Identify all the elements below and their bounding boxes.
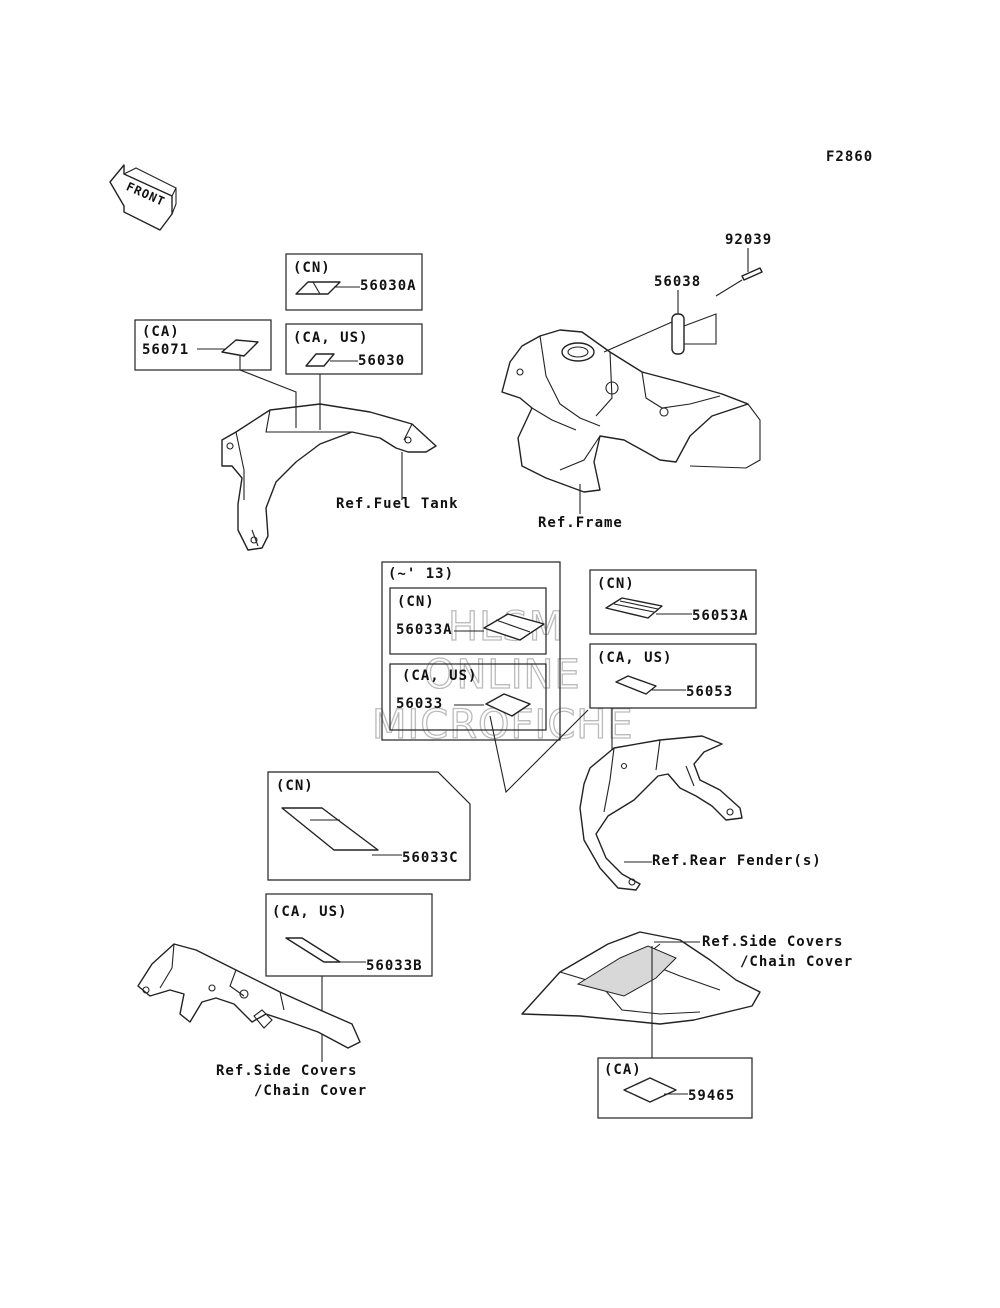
chain-cover-left — [137, 943, 361, 1049]
svg-text:(CN): (CN) — [293, 260, 331, 276]
svg-text:56038: 56038 — [654, 274, 701, 290]
decal-56030 — [305, 353, 335, 367]
ref-side-covers-left-1: Ref.Side Covers — [216, 1063, 357, 1079]
box-56071: (CA) 56071 — [134, 319, 297, 428]
svg-text:(CA, US): (CA, US) — [293, 330, 368, 346]
svg-text:(CN): (CN) — [276, 778, 314, 794]
svg-text:(CA, US): (CA, US) — [402, 668, 477, 684]
decal-56033 — [485, 693, 531, 717]
svg-text:(CN): (CN) — [397, 594, 435, 610]
svg-text:56030: 56030 — [358, 353, 405, 369]
box-56030: (CA, US) 56030 — [285, 323, 423, 430]
box-13-group: (~' 13) (CN) 56033A (CA, US) 56033 — [381, 561, 589, 794]
front-arrow-icon: FRONT — [109, 164, 177, 231]
ref-frame: Ref.Frame — [538, 515, 623, 531]
box-56053a: (CN) 56053A — [589, 569, 757, 635]
diagram-code: F2860 — [826, 149, 873, 165]
part-56038: 56038 — [603, 274, 717, 355]
decal-56053 — [615, 675, 657, 695]
svg-text:56053: 56053 — [686, 684, 733, 700]
svg-text:56030A: 56030A — [360, 278, 417, 294]
decal-56071 — [221, 339, 259, 357]
ref-side-covers-left-2: /Chain Cover — [254, 1083, 367, 1099]
ref-fuel-tank: Ref.Fuel Tank — [336, 496, 459, 512]
svg-text:56033B: 56033B — [366, 958, 423, 974]
svg-text:56053A: 56053A — [692, 608, 749, 624]
decal-56033c — [281, 807, 379, 851]
ref-side-covers-right-1: Ref.Side Covers — [702, 934, 843, 950]
fuel-tank-cover — [221, 403, 437, 551]
box-56033b: (CA, US) 56033B — [265, 893, 433, 1028]
box-56053: (CA, US) 56053 — [589, 643, 757, 760]
svg-text:56033: 56033 — [396, 696, 443, 712]
grommet-56038 — [671, 313, 685, 355]
svg-text:(CA, US): (CA, US) — [272, 904, 347, 920]
box-59465: (CA) 59465 — [597, 1057, 753, 1119]
ref-rear-fender: Ref.Rear Fender(s) — [652, 853, 822, 869]
box-56030a: (CN) 56030A — [285, 253, 423, 311]
svg-text:56033A: 56033A — [396, 622, 453, 638]
svg-text:56071: 56071 — [142, 342, 189, 358]
decal-56030a — [295, 281, 341, 295]
decal-56033b — [285, 937, 341, 963]
part-92039: 92039 — [715, 232, 772, 297]
frame — [501, 329, 761, 493]
svg-text:(~' 13): (~' 13) — [388, 566, 454, 582]
svg-text:ONLINE: ONLINE — [424, 652, 581, 698]
svg-text:(CA): (CA) — [142, 324, 180, 340]
clip-92039 — [741, 267, 763, 281]
ref-side-covers-right-2: /Chain Cover — [740, 954, 853, 970]
svg-text:(CA): (CA) — [604, 1062, 642, 1078]
rear-fender — [579, 735, 743, 891]
svg-text:(CA, US): (CA, US) — [597, 650, 672, 666]
svg-text:59465: 59465 — [688, 1088, 735, 1104]
svg-text:92039: 92039 — [725, 232, 772, 248]
svg-text:56033C: 56033C — [402, 850, 459, 866]
decal-59465 — [623, 1077, 677, 1103]
svg-text:(CN): (CN) — [597, 576, 635, 592]
box-56033c: (CN) 56033C — [267, 771, 471, 881]
